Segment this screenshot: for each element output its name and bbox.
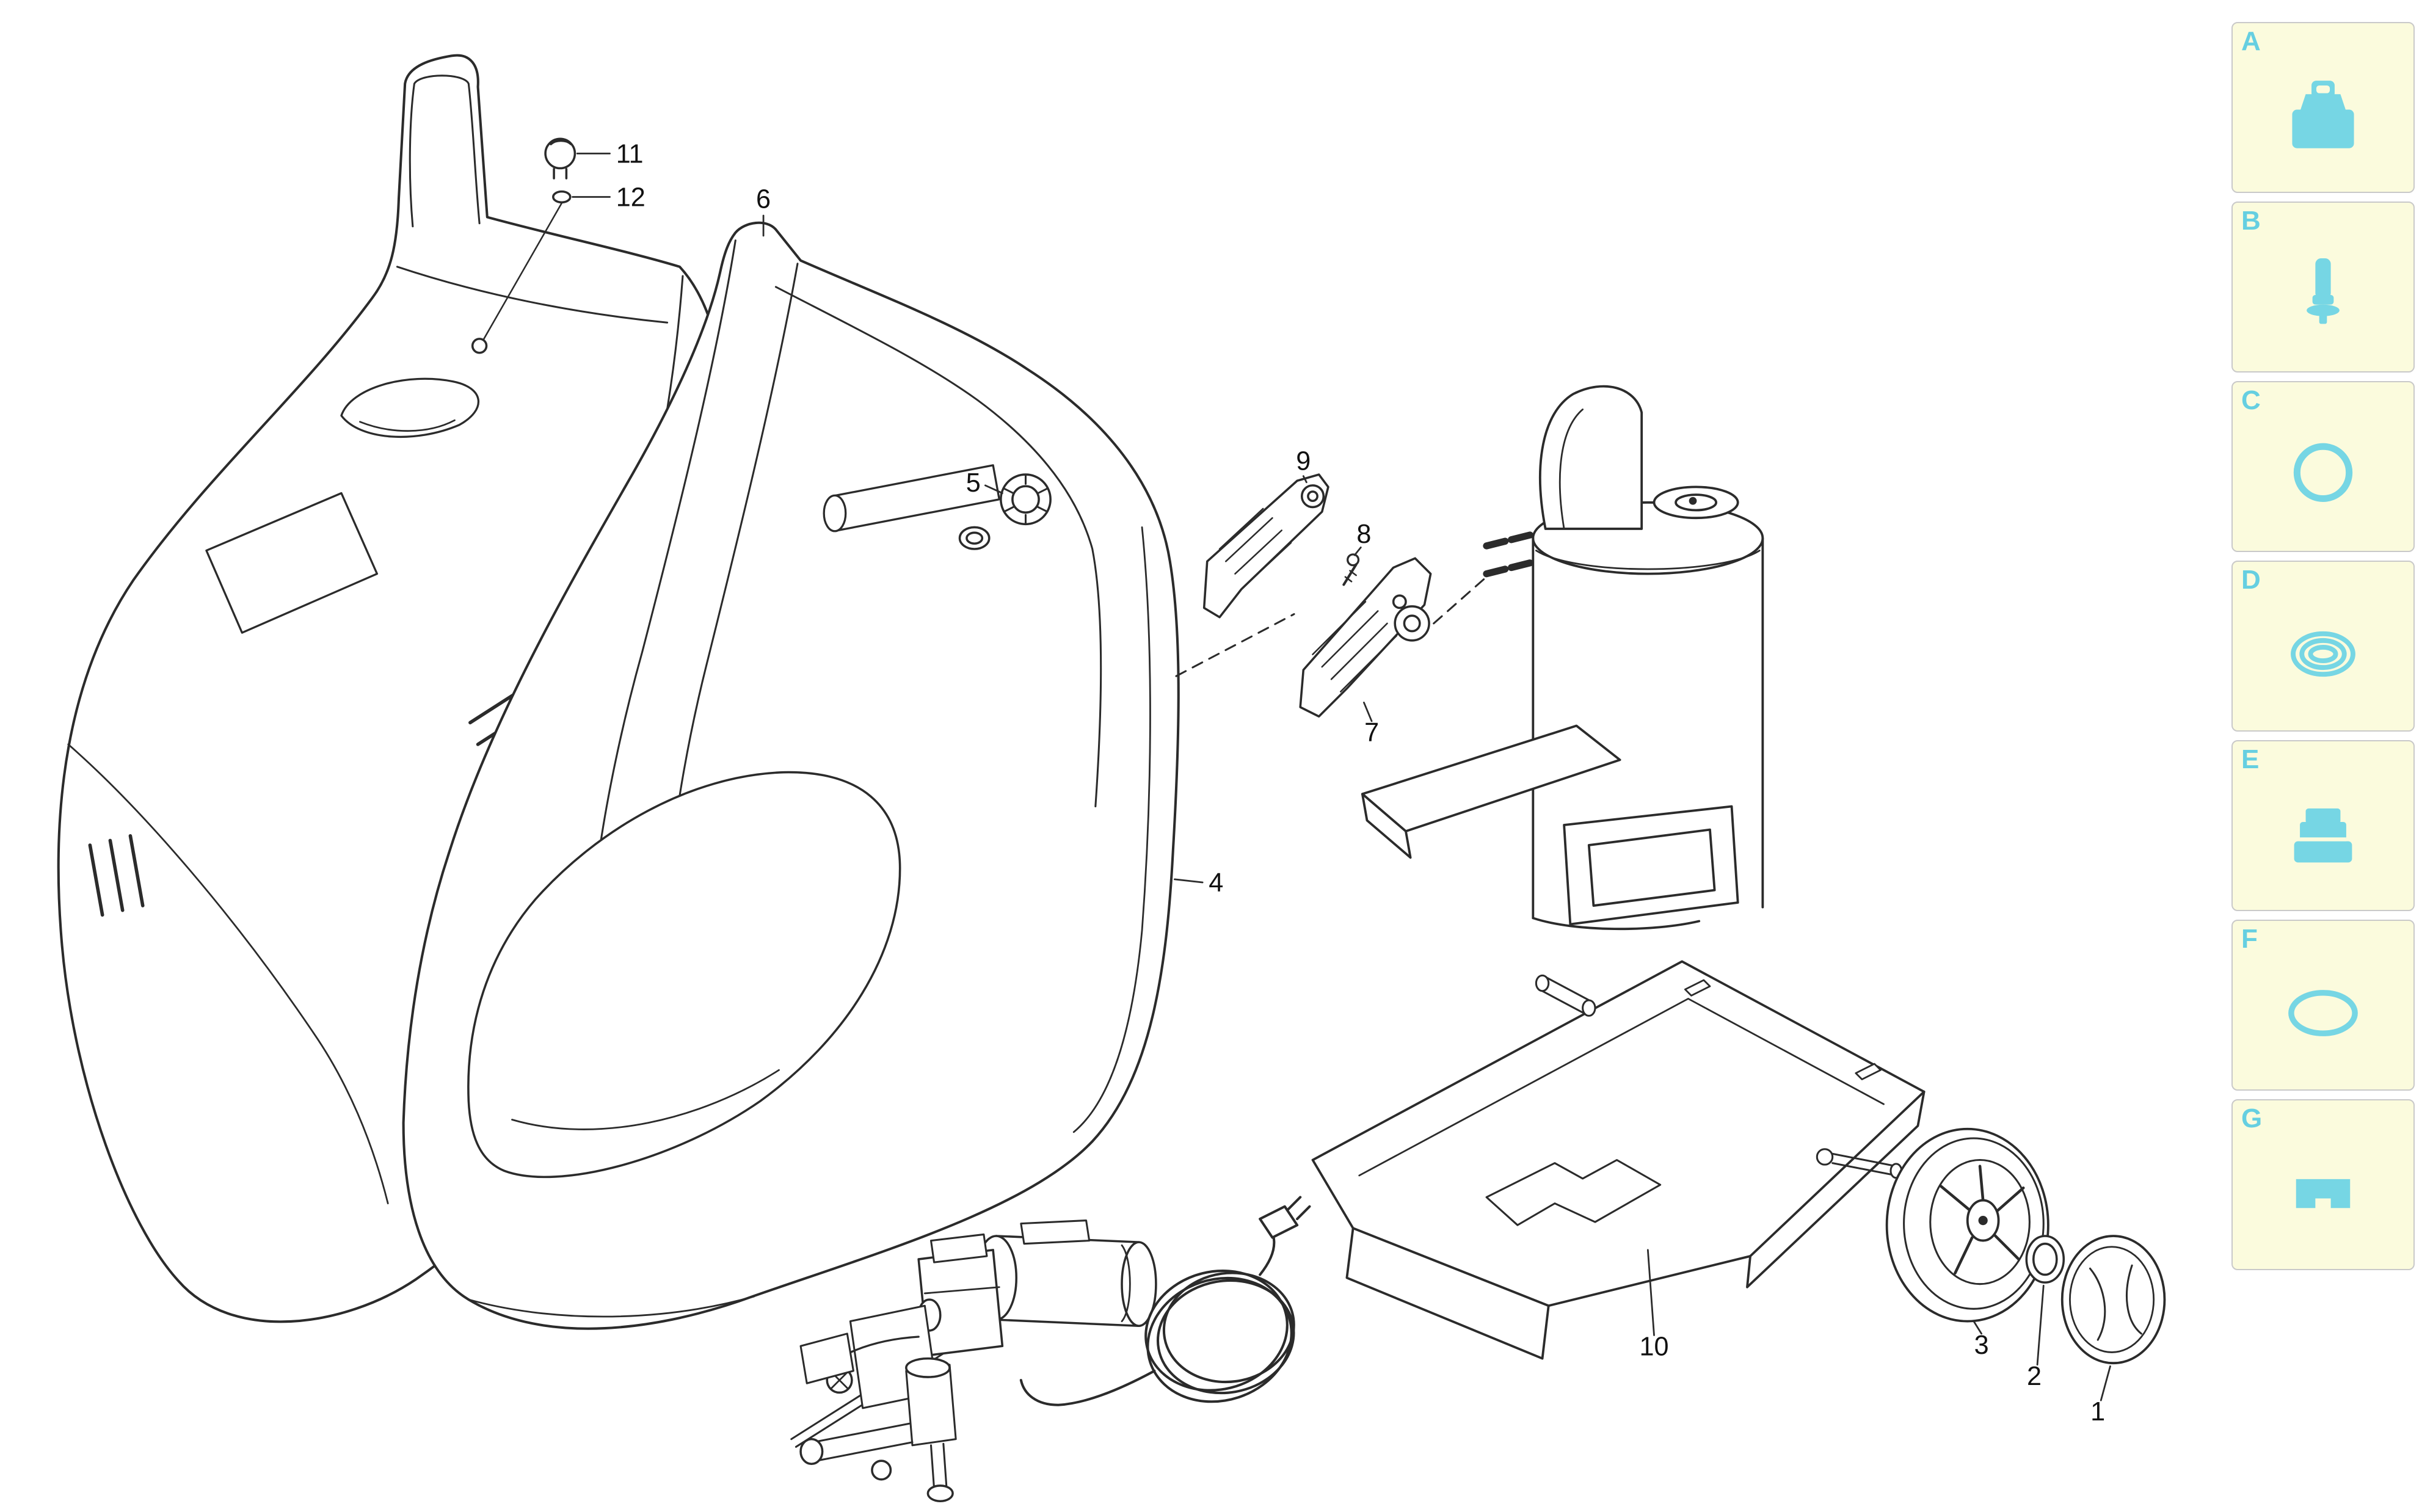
plate-pin: [1535, 974, 1596, 1017]
axle-ring-drawing: [2025, 1235, 2065, 1284]
plug-part-icon: [2307, 258, 2340, 324]
pump-motor-drawing: [790, 1219, 1157, 1503]
group-letter-d: D: [2241, 565, 2261, 595]
group-letter-a: A: [2241, 26, 2261, 56]
machine-cover-icon: [2292, 81, 2354, 148]
svg-text:4: 4: [1209, 868, 1223, 898]
group-letter-c: C: [2241, 385, 2261, 415]
callouts: 1 2 3 4 5 6 7: [572, 140, 2111, 1427]
axle-bolt: [1816, 1148, 1903, 1179]
frame-body-drawing: [402, 221, 1180, 1330]
svg-text:5: 5: [966, 468, 981, 498]
group-letter-e: E: [2241, 744, 2260, 774]
boiler-assembly-drawing: [1361, 385, 1764, 931]
cover-bottom-slots: [88, 834, 145, 917]
svg-text:10: 10: [1639, 1332, 1668, 1362]
screw-8-drawing: [1342, 553, 1360, 586]
group-button-g[interactable]: G: [2231, 1099, 2415, 1270]
svg-text:1: 1: [2090, 1397, 2105, 1427]
wheel-drawing: [1885, 1127, 2049, 1323]
group-button-c[interactable]: C: [2231, 381, 2415, 552]
power-plug: [1259, 1205, 1299, 1239]
group-button-d[interactable]: D: [2231, 561, 2415, 732]
callout-2[interactable]: 2: [2027, 1284, 2045, 1391]
callout-1[interactable]: 1: [2090, 1365, 2111, 1427]
boiler-bolts: [1483, 531, 1533, 578]
boiler-shroud: [1539, 385, 1643, 530]
group-button-e[interactable]: E: [2231, 740, 2415, 911]
callout-11[interactable]: 11: [576, 140, 644, 169]
boiler-bracket-plate: [1361, 724, 1621, 833]
callout-3[interactable]: 3: [1973, 1320, 1989, 1360]
parts-group-sidebar: A B C: [2231, 22, 2415, 1270]
callout-4[interactable]: 4: [1174, 868, 1223, 898]
group-button-f[interactable]: F: [2231, 920, 2415, 1091]
callout-8[interactable]: 8: [1353, 520, 1371, 556]
group-button-b[interactable]: B: [2231, 202, 2415, 373]
bracket-9-drawing: [1202, 473, 1329, 619]
svg-text:11: 11: [616, 140, 644, 169]
svg-text:9: 9: [1296, 446, 1311, 476]
group-letter-b: B: [2241, 206, 2261, 236]
svg-text:2: 2: [2027, 1362, 2042, 1391]
hubcap-drawing: [2060, 1235, 2166, 1365]
svg-text:8: 8: [1356, 520, 1371, 549]
svg-text:6: 6: [756, 184, 771, 214]
callout-7[interactable]: 7: [1362, 701, 1379, 747]
cover-label-patch: [205, 492, 379, 634]
knob-and-nut-drawing: [471, 137, 576, 354]
filler-cap-drawing: [958, 473, 1052, 550]
seal-coil-icon: [2291, 631, 2355, 677]
frame-tub-opening: [467, 771, 901, 1179]
callout-5[interactable]: 5: [966, 468, 1003, 498]
plate-cutout: [1485, 1159, 1662, 1226]
power-cable-coil-drawing: [1019, 1196, 1311, 1406]
callout-6[interactable]: 6: [756, 184, 771, 237]
svg-text:12: 12: [616, 183, 646, 213]
svg-text:3: 3: [1974, 1331, 1989, 1360]
group-letter-g: G: [2241, 1103, 2263, 1133]
connector-icon: [2296, 1179, 2351, 1209]
group-letter-f: F: [2241, 924, 2258, 954]
oval-ring-icon: [2288, 990, 2358, 1036]
callout-12[interactable]: 12: [572, 183, 646, 213]
callout-10[interactable]: 10: [1639, 1249, 1669, 1362]
callout-9[interactable]: 9: [1296, 446, 1311, 484]
base-plate-drawing: [1311, 960, 1926, 1360]
group-button-a[interactable]: A: [2231, 22, 2415, 193]
assembly-dashed-lines: [1175, 576, 1488, 677]
bracket-7-drawing: [1299, 557, 1432, 718]
cover-grip-recess: [340, 377, 479, 438]
svg-text:7: 7: [1364, 718, 1379, 747]
o-ring-icon: [2293, 443, 2353, 503]
pump-block-icon: [2294, 808, 2352, 863]
